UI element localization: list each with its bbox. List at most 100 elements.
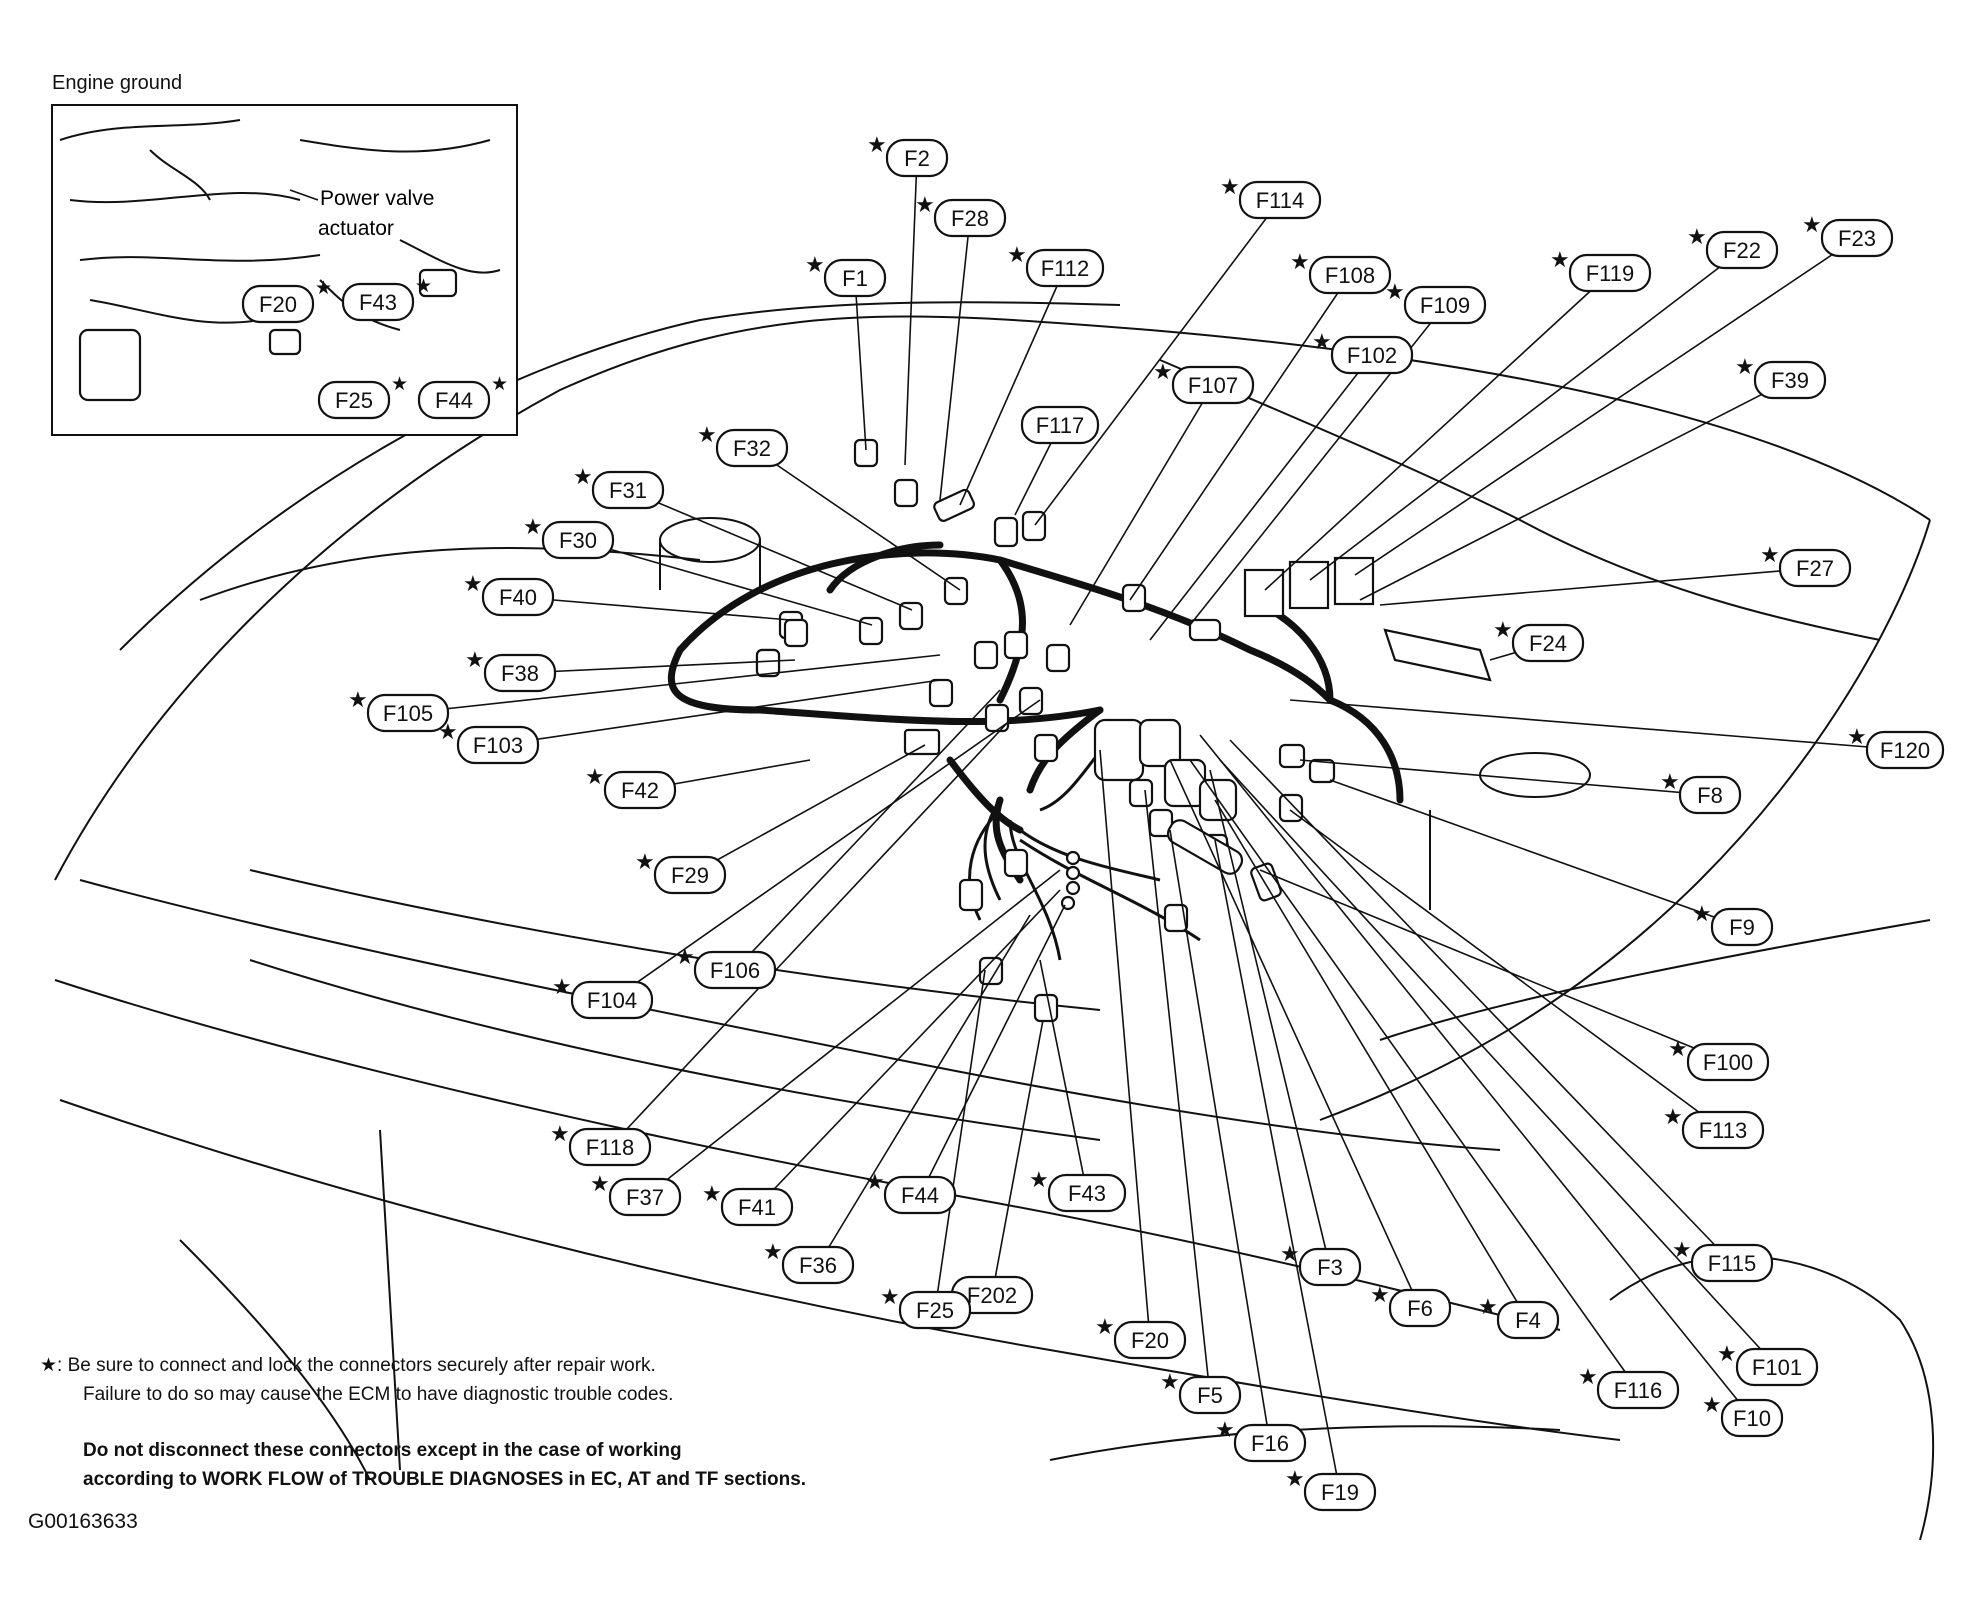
- star-icon: ★: [1672, 1237, 1692, 1262]
- leader-line-f116: [1189, 759, 1639, 1391]
- connector-callout-f37: F37 ★: [590, 1171, 682, 1217]
- leader-line-f8: [1299, 759, 1711, 796]
- connector-callout-f101: F101★: [1717, 1341, 1819, 1387]
- star-icon: ★: [463, 571, 483, 596]
- connector-callout-f119: F119★: [1550, 247, 1652, 293]
- connector-callout-f44-label: F44: [901, 1183, 939, 1208]
- connector-callout-f25: F25 ★: [880, 1284, 972, 1330]
- footnote-bold-line2: according to WORK FLOW of TROUBLE DIAGNO…: [83, 1469, 807, 1490]
- connector-callout-f9: F9★: [1692, 901, 1774, 947]
- connector-callout-f112: F112★: [1007, 242, 1105, 288]
- connector-callout-f4: F4★: [1478, 1294, 1560, 1340]
- connector-callout-f10: F10 ★: [1702, 1392, 1784, 1438]
- leader-lines: [407, 157, 1906, 1493]
- connector-callout-f20-label: F20: [1131, 1328, 1169, 1353]
- connector-callout-f44: F44★: [865, 1169, 957, 1215]
- connector-callout-f20: F20★: [1095, 1314, 1187, 1360]
- leader-line-f27: [1379, 567, 1816, 606]
- connector-callout-f30: F30★: [523, 514, 615, 560]
- leader-line-f36: [817, 914, 1031, 1266]
- connector-callout-f31-label: F31: [609, 478, 647, 503]
- star-icon: ★: [702, 1181, 722, 1206]
- star-icon: ★: [1692, 901, 1712, 926]
- star-icon: ★: [1285, 1466, 1305, 1491]
- connector-callout-f3: F3★: [1280, 1241, 1362, 1287]
- inset-callout-f43: F43: [341, 282, 415, 322]
- connector-callout-f24-label: F24: [1529, 631, 1567, 656]
- star-icon: ★: [675, 944, 695, 969]
- leader-line-f4: [1214, 799, 1529, 1321]
- footnote-bold-line1: Do not disconnect these connectors excep…: [83, 1440, 682, 1461]
- leader-line-f30: [577, 539, 873, 626]
- connector-callout-f32-label: F32: [733, 436, 771, 461]
- connector-callout-f115: F115★: [1672, 1237, 1774, 1283]
- leader-line-f3: [1209, 769, 1331, 1268]
- leader-line-f1: [854, 277, 867, 451]
- connector-callout-f202-label: F202: [967, 1283, 1017, 1308]
- star-icon: ★: [550, 1121, 570, 1146]
- connector-callout-f24: F24★: [1493, 617, 1585, 663]
- inset-callout-f43-label: F43: [359, 290, 397, 315]
- leader-line-f202: [991, 1019, 1044, 1296]
- leader-line-f113: [1289, 809, 1724, 1131]
- connector-callout-f105-label: F105: [383, 701, 433, 726]
- connector-callout-f43-label: F43: [1068, 1181, 1106, 1206]
- star-icon: ★: [1735, 354, 1755, 379]
- inset-title: Engine ground: [52, 72, 183, 94]
- star-icon: ★: [867, 132, 887, 157]
- leader-line-f101: [1219, 759, 1778, 1368]
- leader-line-f37: [644, 869, 1061, 1198]
- star-icon: ★: [590, 1171, 610, 1196]
- star-icon: ★: [1385, 279, 1405, 304]
- star-icon: ★: [763, 1239, 783, 1264]
- star-icon: ★: [805, 252, 825, 277]
- connector-callout-f23-label: F23: [1838, 226, 1876, 251]
- inset-callout-f20-label: F20: [259, 292, 297, 317]
- connector-callout-f114: F114★: [1220, 174, 1322, 220]
- star-icon: ★: [1312, 329, 1332, 354]
- star-icon: ★: [1702, 1392, 1722, 1417]
- inset-label-line1: Power valve: [320, 187, 434, 210]
- leader-line-f102: [1149, 354, 1373, 641]
- connector-callout-f118-label: F118: [586, 1135, 635, 1160]
- connector-callout-f36: F36★: [763, 1239, 855, 1285]
- connector-callout-f120-label: F120: [1880, 738, 1930, 763]
- star-icon: ★: [635, 849, 655, 874]
- connector-callout-f19: F19★: [1285, 1466, 1377, 1512]
- connector-callout-f103-label: F103: [473, 733, 523, 758]
- connector-callout-f25-label: F25: [916, 1298, 954, 1323]
- star-icon: ★: [915, 192, 935, 217]
- connector-callout-f42: F42★: [585, 764, 677, 810]
- connector-callout-f2-label: F2: [904, 146, 930, 171]
- star-icon: ★: [1660, 769, 1680, 794]
- connector-callout-f38: F38★: [465, 647, 557, 693]
- connector-callout-f10-label: F10: [1733, 1406, 1771, 1431]
- star-icon: ★: [1668, 1036, 1688, 1061]
- connector-callout-f109-label: F109: [1420, 293, 1470, 318]
- star-icon: ★: [1478, 1294, 1498, 1319]
- connector-callout-f27: F27 ★: [1760, 542, 1852, 588]
- connector-callout-f5-label: F5: [1197, 1383, 1223, 1408]
- star-icon: ★: [1663, 1104, 1683, 1129]
- connector-callout-f27-label: F27: [1796, 556, 1834, 581]
- leader-line-f120: [1289, 699, 1906, 751]
- footnote-line1: ★: Be sure to connect and lock the conne…: [40, 1355, 656, 1376]
- leader-line-f25: [934, 969, 986, 1311]
- connector-callout-f101-label: F101: [1752, 1355, 1802, 1380]
- star-icon: ★: [415, 276, 432, 297]
- leader-line-f9: [1329, 779, 1743, 928]
- connector-callout-f37-label: F37: [626, 1185, 664, 1210]
- connector-callout-f112-label: F112: [1041, 256, 1090, 281]
- star-icon: ★: [880, 1284, 900, 1309]
- leader-line-f10: [1199, 734, 1753, 1419]
- connector-callout-f40: F40★: [463, 571, 555, 617]
- inset-callout-f25-label: F25: [335, 388, 373, 413]
- connector-callout-f107: F107★: [1153, 359, 1255, 405]
- star-icon: ★: [1760, 542, 1780, 567]
- star-icon: ★: [1370, 1282, 1390, 1307]
- connector-callout-f6: F6★: [1370, 1282, 1452, 1328]
- connector-callout-f39-label: F39: [1771, 368, 1809, 393]
- connector-callout-f114-label: F114: [1256, 188, 1305, 213]
- star-icon: ★: [1153, 359, 1173, 384]
